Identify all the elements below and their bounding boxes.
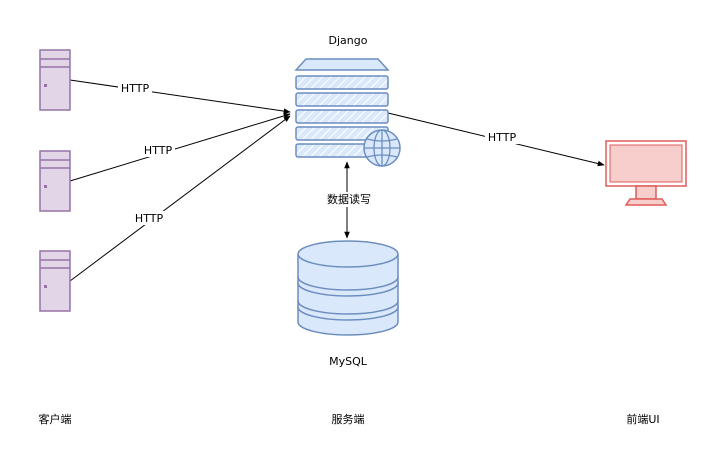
svg-text:HTTP: HTTP	[144, 144, 173, 157]
svg-text:HTTP: HTTP	[135, 212, 164, 225]
svg-text:数据读写: 数据读写	[327, 192, 371, 206]
globe-icon	[363, 129, 401, 167]
edge-label-database: 数据读写	[324, 192, 374, 207]
edge-label-frontend: HTTP	[485, 130, 519, 144]
edge-client1-server[interactable]	[69, 79, 291, 114]
database-cylinder-icon[interactable]	[297, 240, 399, 336]
edge-label-client3: HTTP	[132, 211, 166, 225]
frontend-section-label: 前端UI	[626, 412, 659, 426]
monitor-icon[interactable]	[605, 140, 687, 206]
server-label: Django	[329, 34, 368, 47]
svg-text:HTTP: HTTP	[488, 131, 517, 144]
client-tower-icon-1[interactable]	[39, 49, 71, 111]
client-section-label: 客户端	[39, 412, 72, 426]
edge-client3-server[interactable]	[69, 115, 291, 282]
client-tower-icon-2[interactable]	[39, 150, 71, 212]
edge-label-client2: HTTP	[141, 143, 175, 157]
svg-text:HTTP: HTTP	[121, 82, 150, 95]
server-section-label: 服务端	[332, 413, 365, 426]
client-tower-icon-3[interactable]	[39, 250, 71, 312]
edge-label-client1: HTTP	[118, 81, 152, 95]
database-label: MySQL	[329, 355, 368, 368]
edge-client2-server[interactable]	[69, 113, 291, 182]
